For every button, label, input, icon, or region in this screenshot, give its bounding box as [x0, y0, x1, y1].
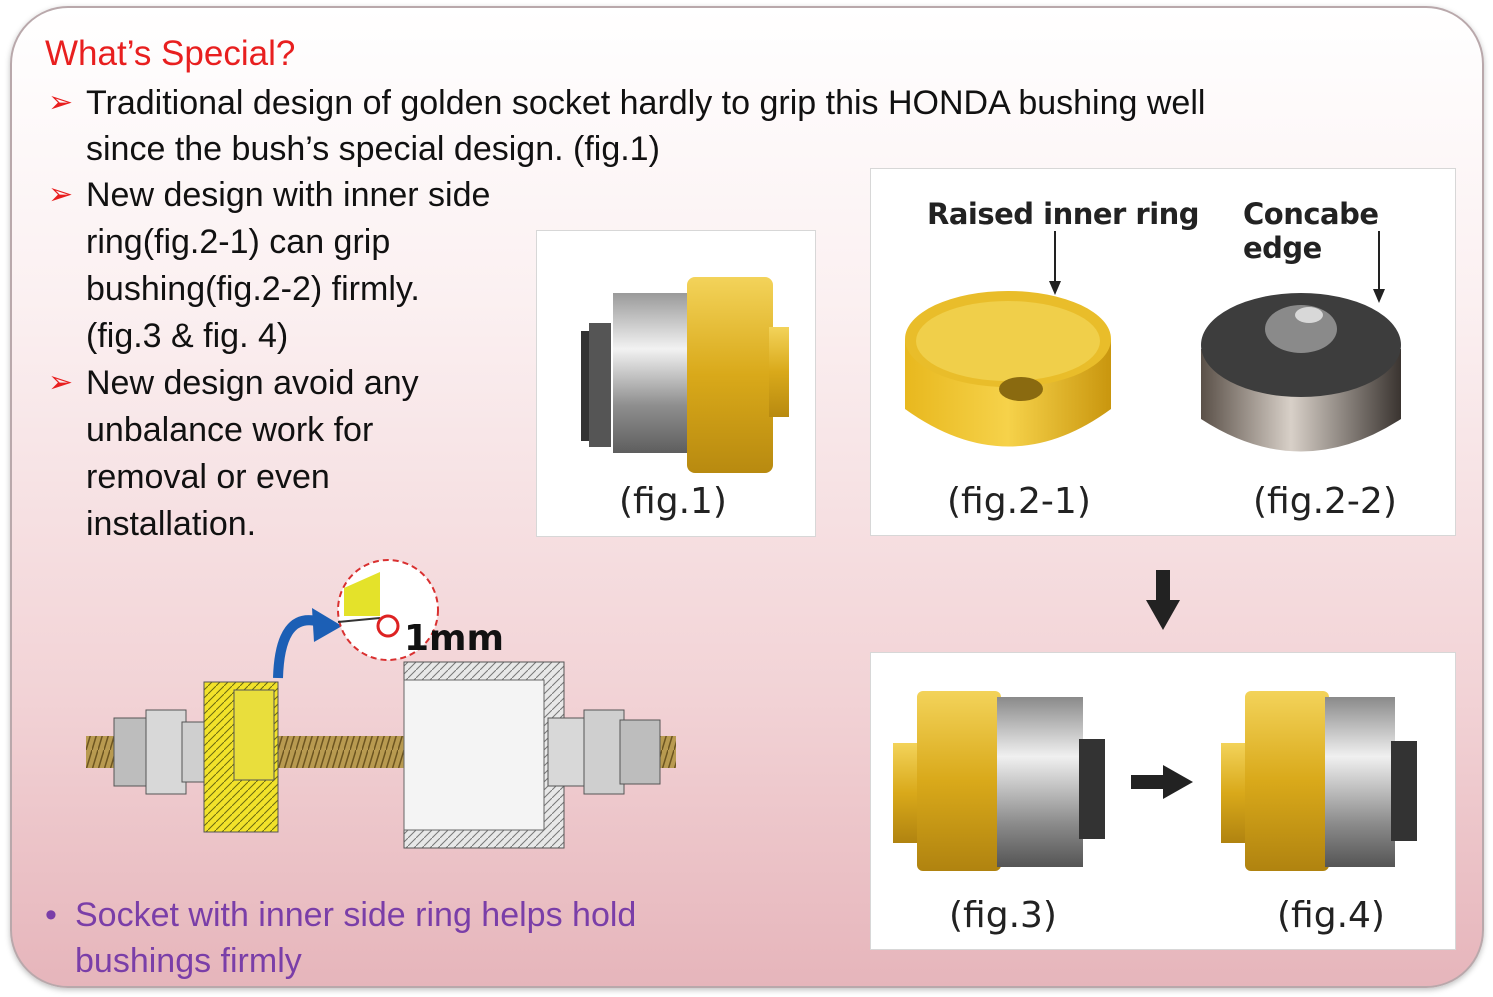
- fig2-images: [905, 231, 1401, 452]
- fig2-1-caption: (fig.2-1): [947, 481, 1091, 522]
- fig4-caption: (fig.4): [1277, 895, 1385, 936]
- bullet-3-line-4: installation.: [86, 505, 257, 543]
- arrow-bullet-icon: ➢: [48, 86, 74, 119]
- down-arrow-icon: [1146, 570, 1180, 630]
- fig1-caption: (fig.1): [619, 481, 727, 522]
- raised-inner-ring-label: Raised inner ring: [927, 197, 1200, 231]
- detail-1mm-label: 1mm: [404, 618, 504, 659]
- fig3-caption: (fig.3): [949, 895, 1057, 936]
- bushing-socket-image: [581, 277, 789, 473]
- summary-line-1: Socket with inner side ring helps hold: [75, 896, 637, 934]
- fig34-images: [893, 691, 1417, 871]
- arrow-bullet-icon: ➢: [48, 178, 74, 211]
- bullet-1-line-2: since the bush’s special design. (fig.1): [86, 130, 660, 168]
- bullet-3-line-2: unbalance work for: [86, 411, 374, 449]
- arrow-bullet-icon: ➢: [48, 366, 74, 399]
- bullet-2-line-3: bushing(fig.2-2) firmly.: [86, 270, 420, 308]
- slide-title: What’s Special?: [45, 34, 296, 73]
- bullet-2-line-4: (fig.3 & fig. 4): [86, 317, 289, 355]
- summary-line-2: bushings firmly: [75, 942, 302, 980]
- fig2-2-caption: (fig.2-2): [1253, 481, 1397, 522]
- concave-edge-label: Concabe edge: [1243, 197, 1379, 265]
- bullet-3-line-3: removal or even: [86, 458, 330, 496]
- fig2-box: Raised inner ring Concabe edge (fig.2-1)…: [870, 168, 1456, 536]
- bullet-2-line-2: ring(fig.2-1) can grip: [86, 223, 391, 261]
- bullet-1-line-1: Traditional design of golden socket hard…: [86, 84, 1206, 122]
- bullet-2-line-1: New design with inner side: [86, 176, 491, 214]
- fig34-box: (fig.3) (fig.4): [870, 652, 1456, 950]
- dot-bullet-icon: •: [45, 896, 57, 934]
- cross-section-diagram: 1mm: [86, 559, 676, 849]
- fig1-box: (fig.1): [536, 230, 816, 537]
- bullet-3-line-1: New design avoid any: [86, 364, 419, 402]
